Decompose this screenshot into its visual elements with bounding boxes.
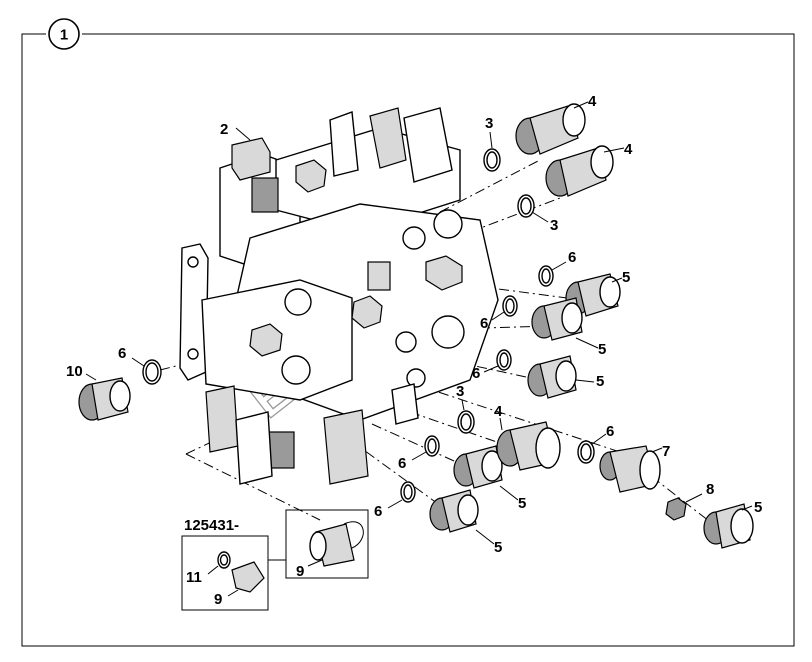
callout-5-d: 5 (518, 495, 526, 512)
callout-6-b: 6 (480, 315, 488, 332)
callout-6-d: 6 (118, 345, 126, 362)
callout-4-c: 4 (494, 403, 503, 420)
callout-6-g: 6 (606, 423, 614, 440)
callout-5-c: 5 (596, 373, 604, 390)
inset-label: 125431- (184, 517, 239, 534)
part-6-orings: 6 6 6 6 6 6 6 (118, 249, 614, 520)
callout-9-b: 9 (214, 591, 222, 608)
part-7-fitting: 7 (599, 443, 670, 493)
inset-125431: 125431- 11 9 (181, 517, 286, 611)
part-4-lower: 4 (494, 403, 561, 471)
callout-3-c: 3 (456, 383, 464, 400)
callout-5-f: 5 (754, 499, 762, 516)
callout-6-e: 6 (398, 455, 406, 472)
callout-5-e: 5 (494, 539, 502, 556)
figure-index-label: 1 (60, 27, 68, 44)
figure-frame (21, 33, 795, 647)
part-10-adapter: 10 (66, 363, 131, 421)
part-2: 2 (220, 121, 251, 141)
part-9-valve-cartridge: 9 (285, 509, 369, 580)
part-4-upper: 4 4 (515, 93, 633, 197)
part-5-adapters: 5 5 5 5 5 5 (429, 269, 762, 556)
callout-5-b: 5 (598, 341, 606, 358)
callout-4-a: 4 (588, 93, 597, 110)
part-8-nut: 8 (665, 481, 714, 521)
callout-2: 2 (220, 121, 228, 138)
callout-8: 8 (706, 481, 714, 498)
control-valve-block (179, 107, 499, 485)
callout-6-a: 6 (568, 249, 576, 266)
callout-4-b: 4 (624, 141, 633, 158)
callout-9-a: 9 (296, 563, 304, 580)
callout-3-b: 3 (550, 217, 558, 234)
callout-5-a: 5 (622, 269, 630, 286)
callout-11: 11 (186, 569, 202, 586)
callout-3-a: 3 (485, 115, 493, 132)
figure-index-circle (48, 18, 80, 50)
callout-7: 7 (662, 443, 670, 460)
part-3-orings: 3 3 3 (456, 115, 558, 434)
callout-10: 10 (66, 363, 83, 380)
callout-6-c: 6 (472, 365, 480, 382)
callout-6-f: 6 (374, 503, 382, 520)
